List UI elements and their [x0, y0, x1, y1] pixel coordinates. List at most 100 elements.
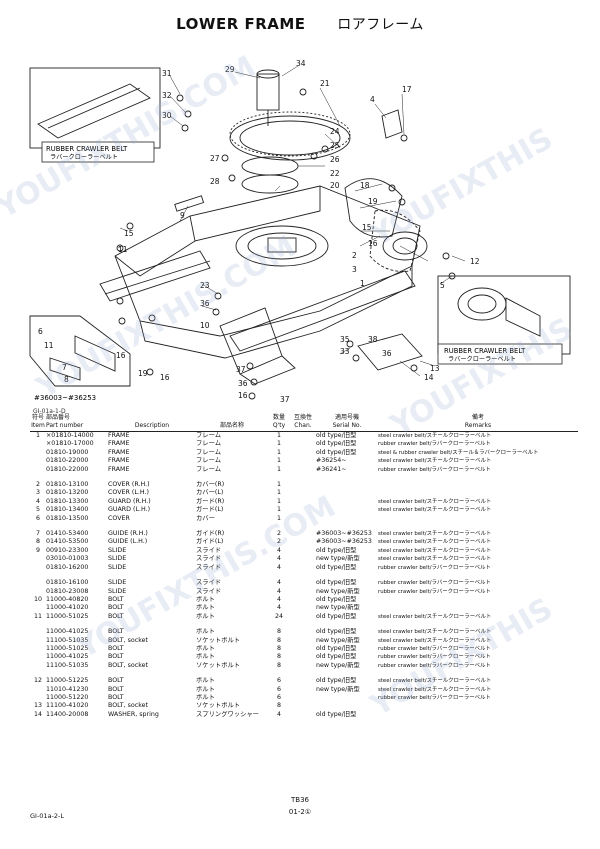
- cell-item: [30, 662, 46, 670]
- cell-chg: [290, 662, 316, 670]
- cell-part: 01810-13500: [46, 514, 89, 522]
- cell-jp: ソケットボルト: [196, 661, 241, 669]
- cell-chg: [290, 530, 316, 538]
- cell-desc: BOLT, socket: [108, 702, 149, 710]
- cell-qty: 6: [276, 693, 281, 701]
- part-label-30: 30: [162, 111, 172, 120]
- cell-qty: 6: [276, 685, 281, 693]
- cell-remarks: rubber crawler belt/ラバークローラーベルト: [378, 441, 491, 448]
- cell-qty: 4: [276, 587, 281, 595]
- cell-item: [30, 637, 46, 645]
- cell-remarks: steel crawler belt/スチールクローラーベルト: [378, 547, 492, 554]
- title-japanese: ロアフレーム: [337, 17, 424, 33]
- group-spacer: [30, 670, 578, 677]
- cell-part: 11000-51025: [46, 612, 89, 620]
- cell-serial: #36254~: [316, 457, 347, 465]
- cell-serial: old type/旧型: [316, 595, 357, 603]
- cell-chg: [290, 538, 316, 546]
- cell-jp: ボルト: [196, 612, 215, 620]
- part-label-2: 2: [352, 251, 357, 260]
- cell-jp: ソケットボルト: [196, 702, 241, 710]
- cell-item: 5: [35, 506, 40, 514]
- cell-part: 11100-51035: [46, 661, 89, 669]
- cell-serial: new type/新型: [316, 555, 360, 563]
- part-label-32: 32: [162, 91, 172, 100]
- cell-chg: [290, 694, 316, 702]
- cell-remarks: [378, 515, 578, 523]
- cell-item: 8: [35, 538, 40, 546]
- part-label-29: 29: [225, 65, 235, 74]
- part-label-12: 12: [470, 257, 480, 266]
- cell-serial: new type/新型: [316, 685, 360, 693]
- inset-rubber-belt-right: [437, 275, 571, 355]
- cell-jp: ソケットボルト: [196, 636, 241, 644]
- cell-desc: FRAME: [108, 448, 130, 456]
- cell-desc: SLIDE: [108, 555, 127, 563]
- cell-part: ×01810-17000: [46, 440, 94, 448]
- callout-left-jp: ラバークローラーベルト: [50, 154, 118, 161]
- page-reference: TB36: [291, 796, 309, 804]
- cell-chg: [290, 677, 316, 685]
- cell-item: [30, 457, 46, 465]
- cell-desc: COVER (L.H.): [108, 489, 149, 497]
- part-label-22: 22: [330, 169, 340, 178]
- cell-desc: BOLT: [108, 644, 124, 652]
- cell-serial: old type/旧型: [316, 563, 357, 571]
- cell-remarks: steel crawler belt/スチールクローラーベルト: [378, 531, 492, 538]
- cell-jp: スライド: [196, 579, 222, 587]
- part-label-31: 31: [162, 69, 172, 78]
- cell-desc: BOLT, socket: [108, 636, 149, 644]
- cell-chg: [290, 515, 316, 523]
- cell-chg: [290, 628, 316, 636]
- cell-serial: old type/旧型: [316, 612, 357, 620]
- cell-remarks: rubber crawler belt/ラバークローラーベルト: [378, 694, 491, 701]
- cell-qty: 1: [276, 489, 281, 497]
- document-code: GI-01a-2-L: [30, 812, 65, 820]
- cell-remarks: [378, 711, 578, 719]
- cell-desc: BOLT: [108, 604, 124, 612]
- cell-desc: WASHER, spring: [108, 710, 159, 718]
- cell-remarks: steel & rubber crawler belt/スチール＆ラバークローラ…: [378, 449, 539, 456]
- part-label-24: 24: [330, 127, 340, 136]
- cell-qty: 1: [276, 448, 281, 456]
- cell-remarks: rubber crawler belt/ラバークローラーベルト: [378, 588, 491, 595]
- part-label-23: 23: [200, 281, 210, 290]
- part-label-5: 5: [440, 281, 445, 290]
- cell-qty: 8: [276, 653, 281, 661]
- cell-serial: [316, 481, 378, 489]
- cell-chg: [290, 489, 316, 497]
- cell-serial: #36241~: [316, 465, 347, 473]
- cell-part: 01410-53500: [46, 538, 89, 546]
- part-label-20: 20: [330, 181, 340, 190]
- cell-qty: 1: [276, 514, 281, 522]
- part-label-19: 19: [138, 369, 148, 378]
- part-label-10: 10: [200, 321, 210, 330]
- cell-chg: [290, 686, 316, 694]
- cell-desc: BOLT: [108, 628, 124, 636]
- part-label-9: 9: [180, 211, 185, 220]
- cell-desc: SLIDE: [108, 587, 127, 595]
- cell-jp: スライド: [196, 555, 222, 563]
- cell-serial: old type/旧型: [316, 448, 357, 456]
- cell-item: 7: [35, 530, 40, 538]
- cell-jp: フレーム: [196, 432, 221, 439]
- cell-chg: [290, 645, 316, 653]
- part-label-18: 18: [360, 181, 370, 190]
- cell-chg: [290, 432, 316, 441]
- cell-desc: GUARD (L.H.): [108, 506, 151, 514]
- cell-jp: ガイド(L): [196, 538, 224, 546]
- cell-desc: SLIDE: [108, 563, 127, 571]
- cell-remarks: steel crawler belt/スチールクローラーベルト: [378, 539, 492, 546]
- cell-serial: #36003~#36253: [316, 530, 372, 538]
- cell-remarks: rubber crawler belt/ラバークローラーベルト: [378, 662, 491, 669]
